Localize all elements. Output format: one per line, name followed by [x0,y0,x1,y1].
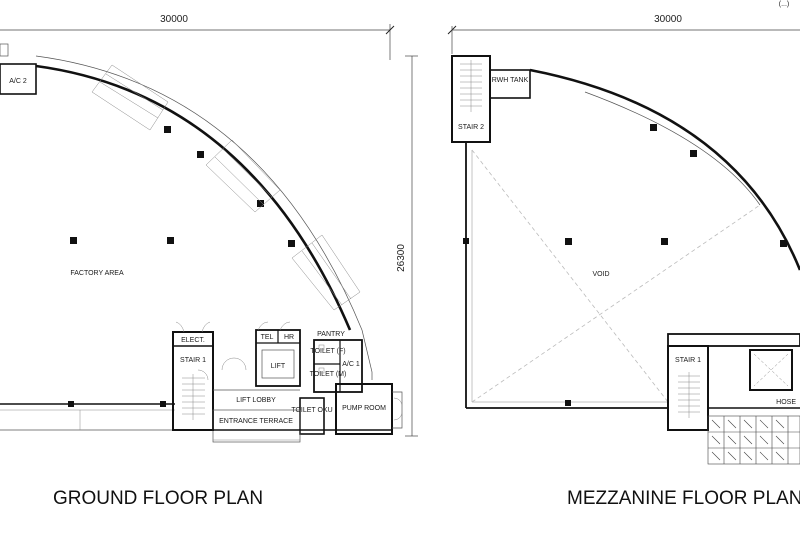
room-hr: HR [284,334,294,341]
ground-floor-title: GROUND FLOOR PLAN [53,488,263,509]
mezzanine-floor-plan: 30000 (...) STAIR 2 RWH TANK [447,1,800,509]
depth-label: 26300 [396,244,407,272]
mezz-core: STAIR 1 HOSE [667,333,800,431]
room-elect: ELECT. [181,337,205,344]
room-stair1: STAIR 1 [180,357,206,364]
ground-width-label: 30000 [160,14,188,25]
mezz-width-dimension: 30000 (...) [447,1,800,54]
mezz-width-label: 30000 [654,14,682,25]
mezz-canopy-grid [707,415,800,465]
room-stair2: STAIR 2 [458,124,484,131]
room-rwh-tank: RWH TANK [489,69,531,99]
void-label: VOID [592,271,609,278]
room-toilet-oku: TOILET OKU [291,407,332,414]
room-lift-lobby: LIFT LOBBY [236,397,276,404]
factory-area-label: FACTORY AREA [70,270,124,277]
room-toilet-f: TOILET (F) [310,348,345,355]
room-entrance-terrace: ENTRANCE TERRACE [219,418,293,425]
service-core: ELECT. STAIR 1 LIFT LOBBY TEL HR LIFT [172,321,403,443]
room-stair2-block: STAIR 2 [451,55,491,143]
room-ac2: A/C 2 [0,63,37,95]
ground-floor-plan: 30000 26300 A/C 2 [0,14,418,509]
ground-width-dimension: 30000 [0,14,395,60]
room-label: A/C 2 [9,78,27,85]
room-tel: TEL [261,334,274,341]
mezzanine-floor-title: MEZZANINE FLOOR PLAN [567,488,800,509]
room-toilet-m: TOILET (M) [310,371,347,378]
room-pump-room: PUMP ROOM [342,405,386,412]
depth-dimension: 26300 [396,55,418,437]
room-lift: LIFT [271,363,286,370]
room-hose: HOSE [776,399,796,406]
room-ac1: A/C 1 [342,361,360,368]
room-label: RWH TANK [492,77,529,84]
room-stair1-mezz: STAIR 1 [675,357,701,364]
room-pantry: PANTRY [317,331,345,338]
corner-note: (...) [779,1,790,8]
